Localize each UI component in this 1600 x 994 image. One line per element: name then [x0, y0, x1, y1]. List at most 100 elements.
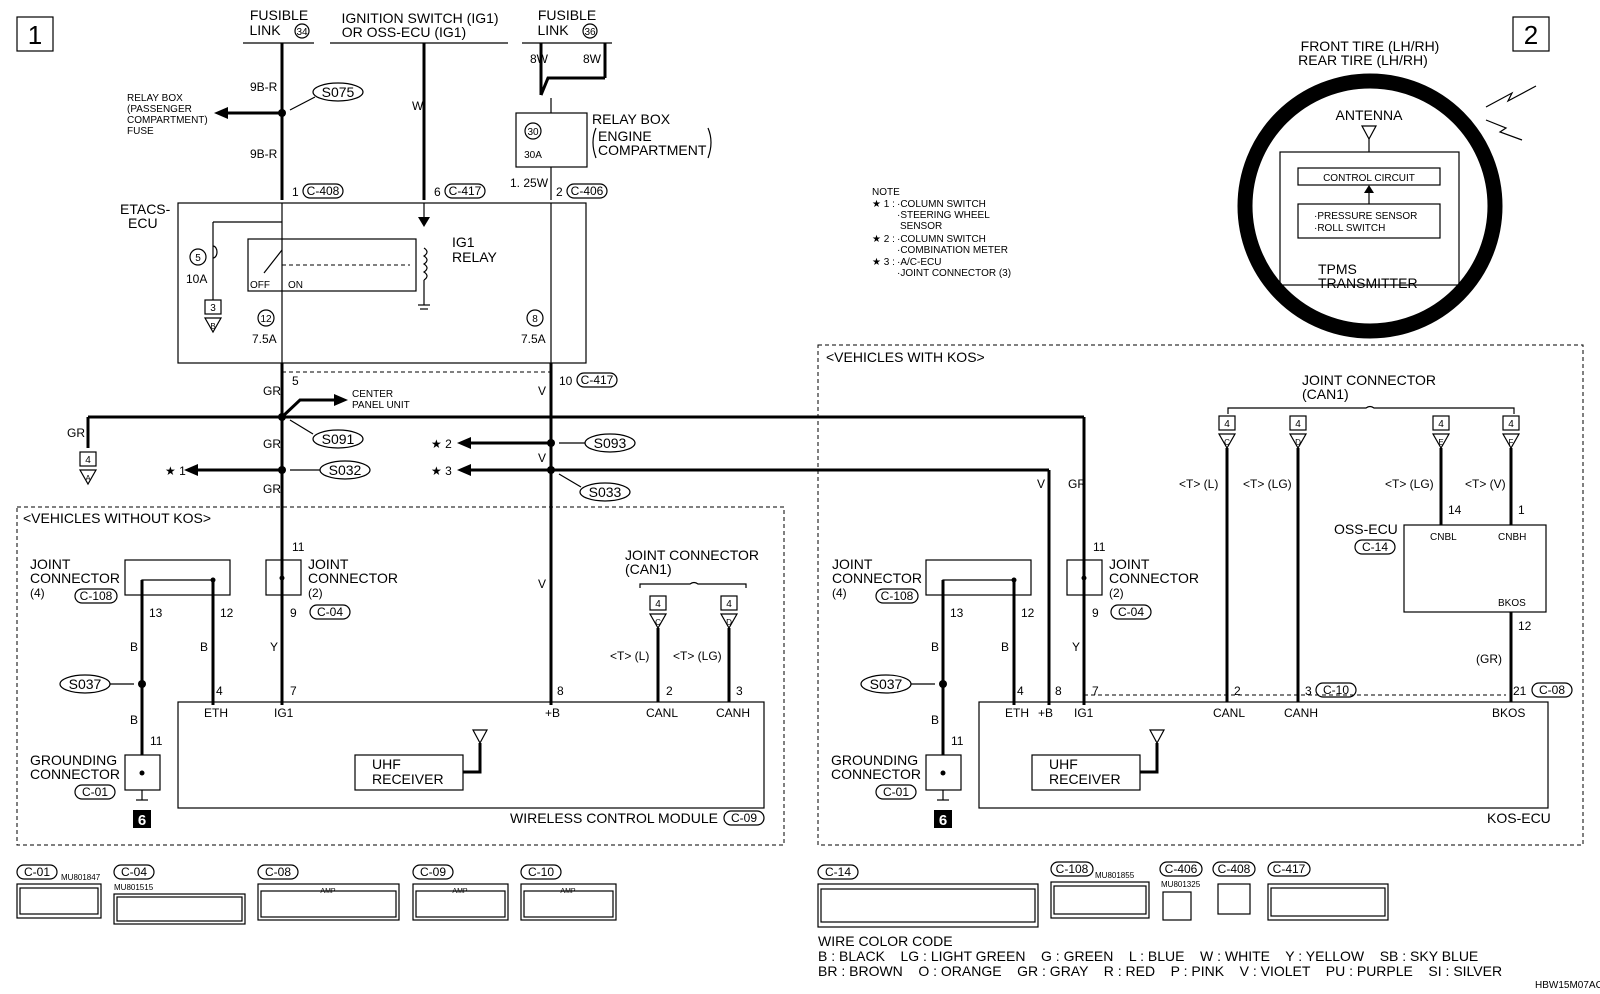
wo-can-ref1-letter: C: [655, 618, 661, 627]
wo-ground-line1: GROUNDING: [30, 752, 117, 768]
wk-wire-b-1: B: [931, 640, 939, 654]
wire-color-code: WIRE COLOR CODE B : BLACK LG : LIGHT GRE…: [818, 933, 1502, 979]
etacs-fuse8-amp: 7.5A: [521, 332, 546, 346]
face-c14-label: C-14: [825, 865, 851, 879]
wo-pin-8: 8: [557, 684, 564, 698]
wo-connector-c01: C-01: [82, 785, 108, 799]
fusible-36-circle: [582, 23, 598, 39]
wk-can-ref4-letter: F: [1509, 438, 1514, 447]
face-c01-part: MU801847: [61, 873, 101, 882]
wo-can-wire-l: <T> (L): [610, 649, 649, 663]
wk-can-wire-l: <T> (L): [1179, 477, 1218, 491]
relay-box-p-line4: FUSE: [127, 126, 154, 137]
connector-c417-bottom: C-417: [581, 373, 614, 387]
splice-s033: S033: [589, 484, 622, 500]
splice-s075: S075: [322, 84, 355, 100]
wo-ground-num: 6: [138, 812, 146, 829]
wk-term-bkos: BKOS: [1492, 706, 1525, 720]
wire-label-v-1: V: [538, 384, 546, 398]
wo-connector-c09: C-09: [731, 811, 757, 825]
etacs-fuse12: 12: [260, 314, 272, 325]
wk-wire-gr-paren: (GR): [1476, 652, 1502, 666]
wk-can-ref1-num: 4: [1224, 419, 1230, 430]
fusible-36-num: 36: [584, 27, 596, 38]
wk-pin-2: 2: [1234, 684, 1241, 698]
tpms-sensor1: ·PRESSURE SENSOR: [1314, 211, 1417, 222]
note-s1: ★ 1 :: [872, 199, 895, 210]
wk-pin-9: 9: [1092, 606, 1099, 620]
wk-oss-cnbh: CNBH: [1498, 532, 1526, 543]
connector-c406: C-406: [571, 184, 604, 198]
etacs-fuse5-amp: 10A: [186, 272, 207, 286]
note-s2-item1: ·COLUMN SWITCH: [897, 234, 986, 245]
ref-gr-letter: A: [85, 474, 91, 483]
wk-uhf-line1: UHF: [1049, 756, 1078, 772]
note-s1-item2: ·STEERING WHEEL: [897, 210, 990, 221]
wk-can-wire-v: <T> (V): [1465, 477, 1506, 491]
wk-wire-b-3: B: [931, 713, 939, 727]
wk-can-ref2-num: 4: [1295, 419, 1301, 430]
star-2: ★ 2: [431, 437, 452, 451]
wo-pin-9: 9: [290, 606, 297, 620]
face-c10-tag: AMP: [560, 888, 576, 895]
splice-s075-group: S075 RELAY BOX (PASSENGER COMPARTMENT) F…: [127, 82, 364, 137]
tpms-transmitter: FRONT TIRE (LH/RH) REAR TIRE (LH/RH) ANT…: [1237, 38, 1537, 339]
ign-line2: OR OSS-ECU (IG1): [342, 24, 466, 40]
page-number-box-left: [16, 16, 54, 52]
wo-wire-b-3: B: [130, 713, 138, 727]
tire-ring: [1237, 73, 1503, 339]
wk-pin-14: 14: [1448, 503, 1462, 517]
wk-connector-c10: C-10: [1323, 683, 1349, 697]
face-c406-part: MU801325: [1161, 880, 1201, 889]
wire-label-gr-left: GR: [67, 426, 85, 440]
wo-uhf-antenna-icon: [471, 729, 489, 745]
wo-jc-can1-line1: JOINT CONNECTOR: [625, 547, 759, 563]
wk-pin-4: 4: [1017, 684, 1024, 698]
pin-1: 1: [292, 185, 299, 199]
wo-jc4-line1: JOINT: [30, 556, 71, 572]
relay-box-e-line2: ENGINE: [598, 128, 652, 144]
etacs-fuse12-amp: 7.5A: [252, 332, 277, 346]
wk-term-b: +B: [1038, 706, 1053, 720]
wk-jc-can1-line2: (CAN1): [1302, 386, 1349, 402]
note-s3: ★ 3 :: [872, 257, 895, 268]
wk-can-ref3-letter: E: [1438, 438, 1443, 447]
wk-connector-c01: C-01: [883, 785, 909, 799]
wo-uhf-line1: UHF: [372, 756, 401, 772]
tpms-name2: TRANSMITTER: [1318, 275, 1418, 291]
wire-code-title: WIRE COLOR CODE: [818, 933, 953, 949]
wire-label-v-2: V: [538, 451, 546, 465]
wk-jc2-line3: (2): [1109, 586, 1124, 600]
wire-label-125w: 1. 25W: [510, 176, 549, 190]
wires-middle: [86, 363, 1086, 705]
tpms-antenna: ANTENNA: [1336, 107, 1404, 123]
wk-jc4-line3: (4): [832, 586, 847, 600]
tpms-tire-line2: REAR TIRE (LH/RH): [1298, 52, 1428, 68]
connector-c408: C-408: [307, 184, 340, 198]
wo-uhf-line2: RECEIVER: [372, 771, 444, 787]
wk-term-canh: CANH: [1284, 706, 1318, 720]
fusible-34-line1: FUSIBLE: [250, 7, 308, 23]
wk-can-ref4-num: 4: [1508, 419, 1514, 430]
wo-pin-12: 12: [220, 606, 234, 620]
wk-uhf-line2: RECEIVER: [1049, 771, 1121, 787]
wk-can-ref3-num: 4: [1438, 419, 1444, 430]
wk-jc4-line1: JOINT: [832, 556, 873, 572]
face-c408-label: C-408: [1218, 862, 1251, 876]
etacs-ecu: ETACS- ECU 5 10A 3 B IG1 RELAY OFF ON 12: [120, 201, 587, 373]
wires-top: [280, 43, 607, 200]
fusible-34-circle: [294, 23, 310, 39]
wk-connector-c108: C-108: [881, 589, 914, 603]
relay-box-engine-fuse-box: [515, 112, 588, 168]
fusible-36-line2: LINK: [537, 22, 569, 38]
wk-oss-bkos: BKOS: [1498, 598, 1526, 609]
wire-label-v-3: V: [538, 577, 546, 591]
wk-can-wire-lg2: <T> (LG): [1385, 477, 1434, 491]
face-c09-tag: AMP: [452, 888, 468, 895]
wo-jc2-line3: (2): [308, 586, 323, 600]
wire-label-v-kos: V: [1037, 477, 1045, 491]
antenna-icon: [1360, 125, 1378, 141]
etacs-relay-line2: RELAY: [452, 249, 498, 265]
note-title: NOTE: [872, 187, 900, 198]
wire-label-9br: 9B-R: [250, 147, 278, 161]
